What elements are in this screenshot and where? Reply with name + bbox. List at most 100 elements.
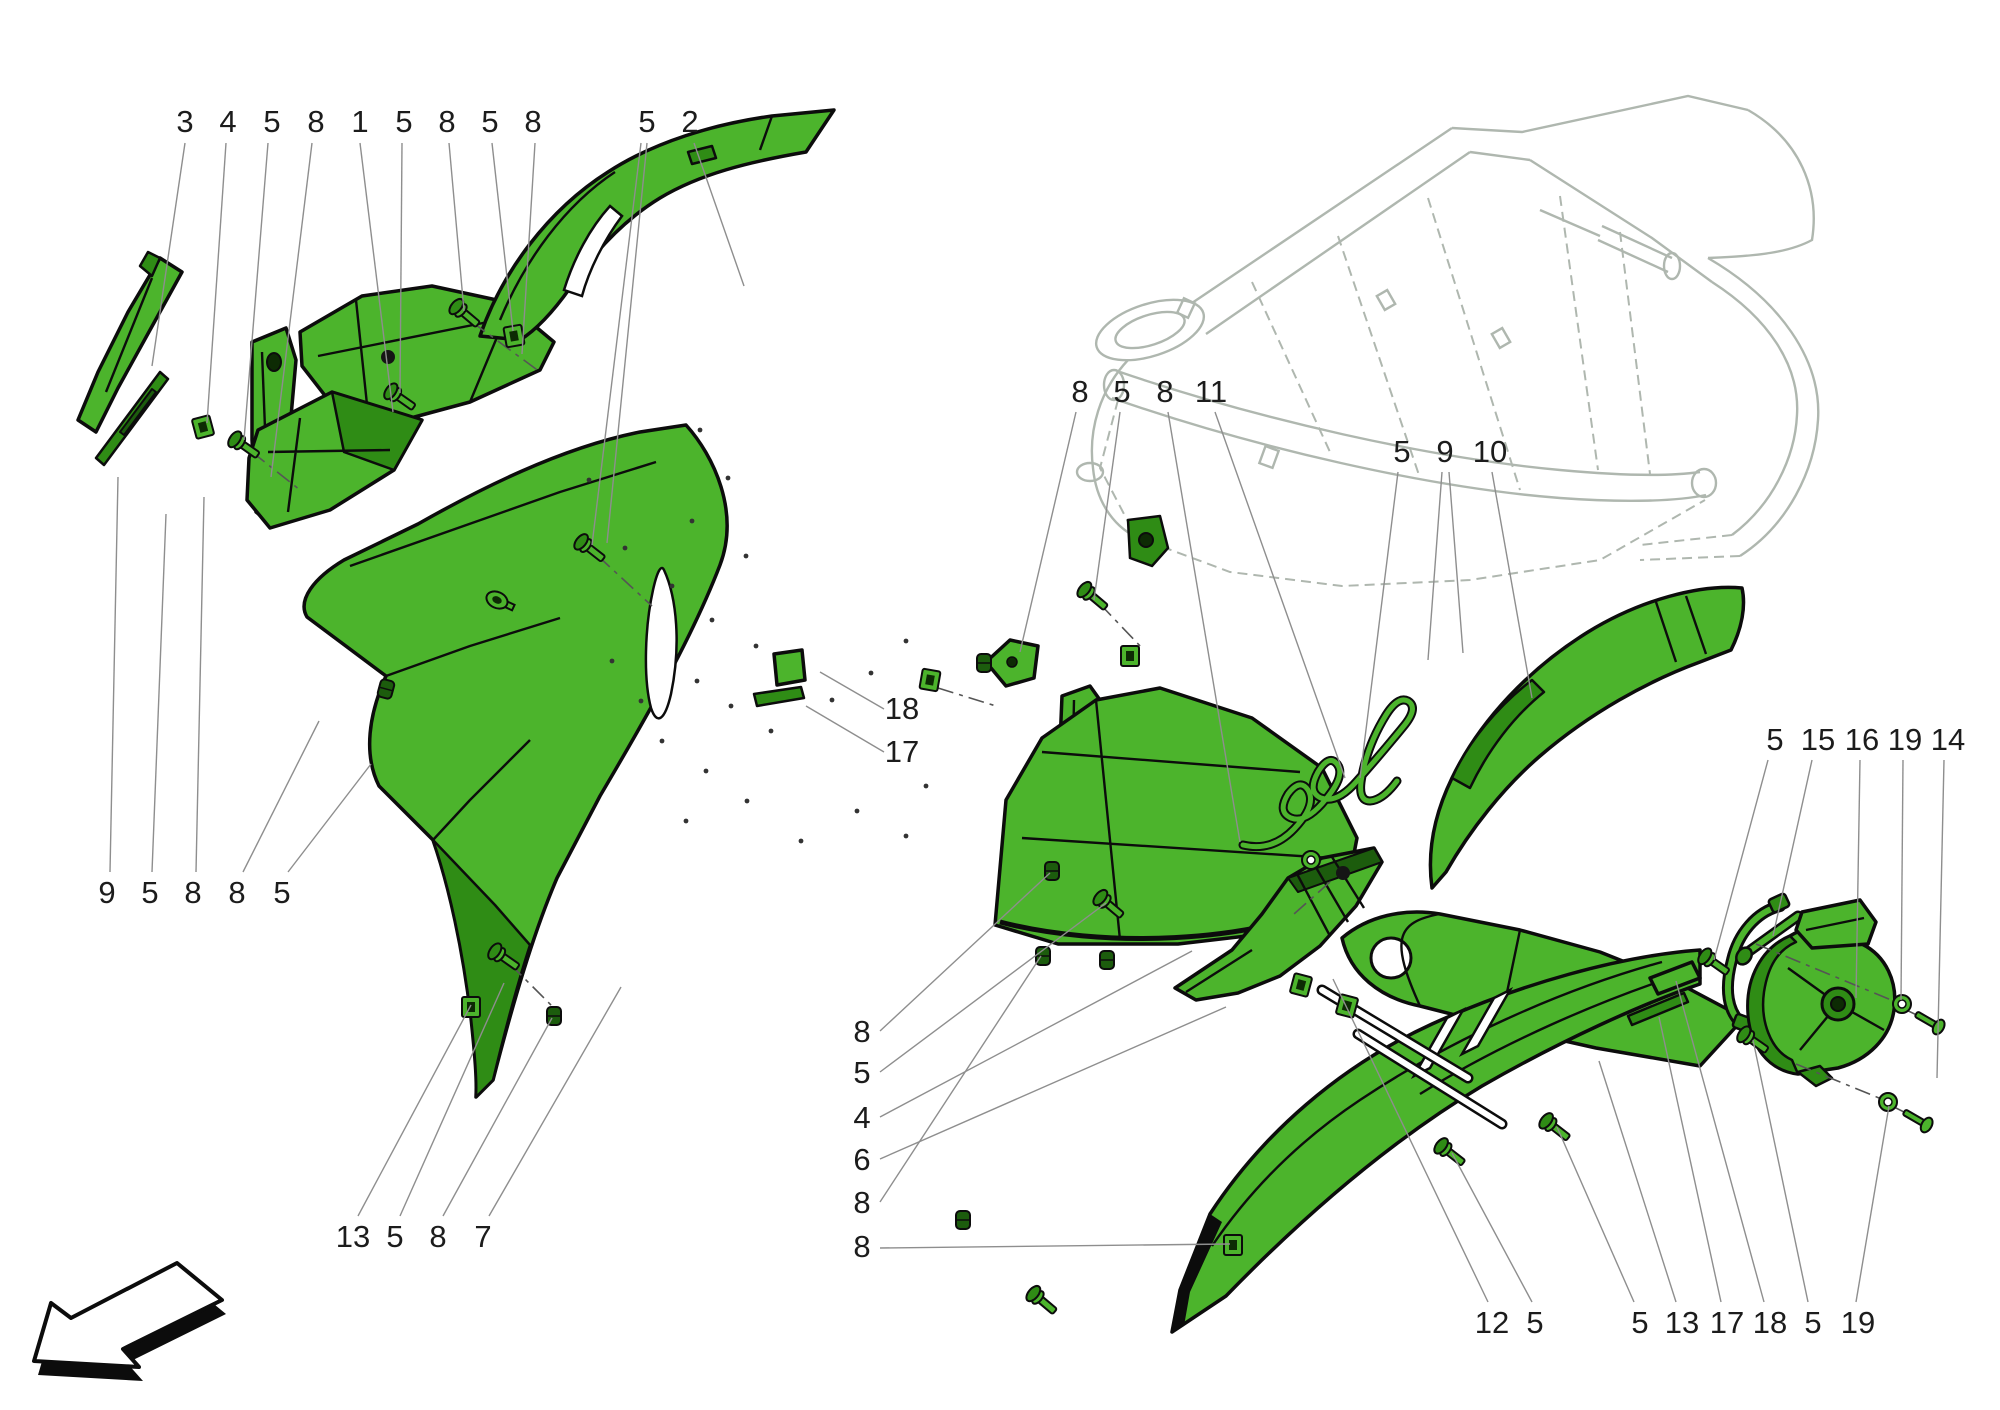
callout-8: 8 [853, 1014, 870, 1049]
frame-mid-rail [1529, 158, 1713, 283]
part-ego-decal [1238, 695, 1417, 852]
part-upper-side-panel [478, 108, 836, 342]
arrow-face [32, 1261, 224, 1369]
stipple-dot [903, 833, 909, 839]
part-frame-bracket [1126, 514, 1170, 568]
stipple-dot [744, 798, 750, 804]
fastener-wellnut-icon [976, 653, 992, 673]
fastener-screw-icon [1535, 1109, 1575, 1147]
stipple-dot [743, 553, 749, 559]
frame-lower-rail [1098, 399, 1706, 588]
callout-11: 11 [1195, 374, 1227, 409]
callout-5: 5 [1526, 1305, 1543, 1340]
callout-12: 12 [1475, 1305, 1509, 1340]
leader-line [1332, 978, 1489, 1303]
callout-5: 5 [638, 104, 655, 139]
frame-top-spar [1191, 127, 1471, 335]
leader-line [1675, 980, 1765, 1303]
leader-line [879, 1243, 1231, 1249]
leader-line [442, 1017, 553, 1217]
part-detail [1746, 934, 1800, 1076]
leader-line [1093, 411, 1121, 601]
leader-line [1451, 1152, 1533, 1303]
part-belly-pan [1170, 948, 1702, 1334]
frame-mount-boss [1075, 461, 1105, 483]
fairing-vent-slot [644, 566, 678, 720]
stipple-dot [923, 783, 929, 789]
frame-truss-diagonals [1251, 195, 1651, 491]
part-detail [119, 388, 157, 436]
callout-5: 5 [273, 875, 290, 910]
panel-cutout [562, 204, 624, 298]
bracket-hole [1006, 656, 1018, 668]
fastener-clip-icon [1334, 993, 1360, 1019]
frame-tab [1257, 444, 1281, 470]
part-thin-strip-17 [752, 685, 806, 708]
part-side-deflector-left [76, 250, 184, 434]
fastener-clip-icon [502, 323, 526, 349]
stipple-dot [798, 838, 804, 844]
callout-18: 18 [1753, 1305, 1787, 1340]
leader-line [879, 1006, 1227, 1160]
callout-17: 17 [1710, 1305, 1744, 1340]
callout-6: 6 [853, 1142, 870, 1177]
callout-1: 1 [351, 104, 368, 139]
callout-8: 8 [853, 1229, 870, 1264]
frame-tube-end-left [1102, 368, 1126, 402]
fastener-wellnut-icon [1099, 950, 1115, 970]
leader-line [1658, 1016, 1722, 1303]
leader-line [879, 955, 1042, 1203]
leader-line [1214, 411, 1346, 779]
fastener-clip-icon [1120, 645, 1140, 667]
parts-layer [76, 108, 1897, 1334]
callout-2: 2 [681, 104, 698, 139]
leader-line [1556, 1126, 1635, 1303]
fastener-clip-icon [1223, 1234, 1243, 1256]
fastener-clip-icon [190, 414, 216, 440]
fastener-clip-icon [918, 667, 942, 693]
leader-line [879, 902, 1107, 1073]
bolt-head [1735, 946, 1753, 966]
bracket-hole [266, 352, 282, 372]
leader-line [399, 142, 403, 394]
frame-tube-end [1690, 467, 1718, 499]
leader-line [151, 513, 167, 873]
leader-line [488, 986, 622, 1217]
callout-5: 5 [263, 104, 280, 139]
callout-13: 13 [336, 1219, 370, 1254]
part-detail [138, 250, 162, 278]
frame-shock-end [1662, 251, 1682, 281]
frame-shock-body [1539, 208, 1673, 274]
stipple-dot [609, 658, 615, 664]
stipple-dot [638, 698, 644, 704]
leader-line [521, 142, 536, 355]
stipple-dot [728, 703, 734, 709]
frame-tab [1175, 296, 1197, 320]
callout-10: 10 [1473, 434, 1507, 469]
part-main-side-fairing [302, 423, 729, 1099]
leader-line [151, 142, 186, 367]
frame-tab [1375, 288, 1397, 312]
leader-line [243, 142, 269, 441]
fastener-bolt-icon [1899, 1104, 1936, 1136]
callout-19: 19 [1841, 1305, 1875, 1340]
rod [1355, 1031, 1505, 1127]
stipple-dot [622, 545, 628, 551]
leader-line [1427, 471, 1443, 661]
leader-line [287, 763, 372, 873]
fastener-clip-icon [1288, 972, 1314, 998]
chassis-frame-wireframe [1075, 94, 1820, 588]
part-radiator-shroud-assembly [245, 284, 556, 530]
leader-line [1855, 1105, 1890, 1303]
leader-line [693, 142, 745, 287]
part-small-plate-18 [772, 648, 807, 687]
stipple-dot [694, 678, 700, 684]
callout-15: 15 [1801, 722, 1835, 757]
stipple-dot [683, 818, 689, 824]
fastener-nut-icon [381, 350, 395, 364]
leader-line [805, 705, 885, 753]
fastener-wellnut-icon [955, 1210, 971, 1230]
fastener-clip-icon [461, 996, 481, 1018]
